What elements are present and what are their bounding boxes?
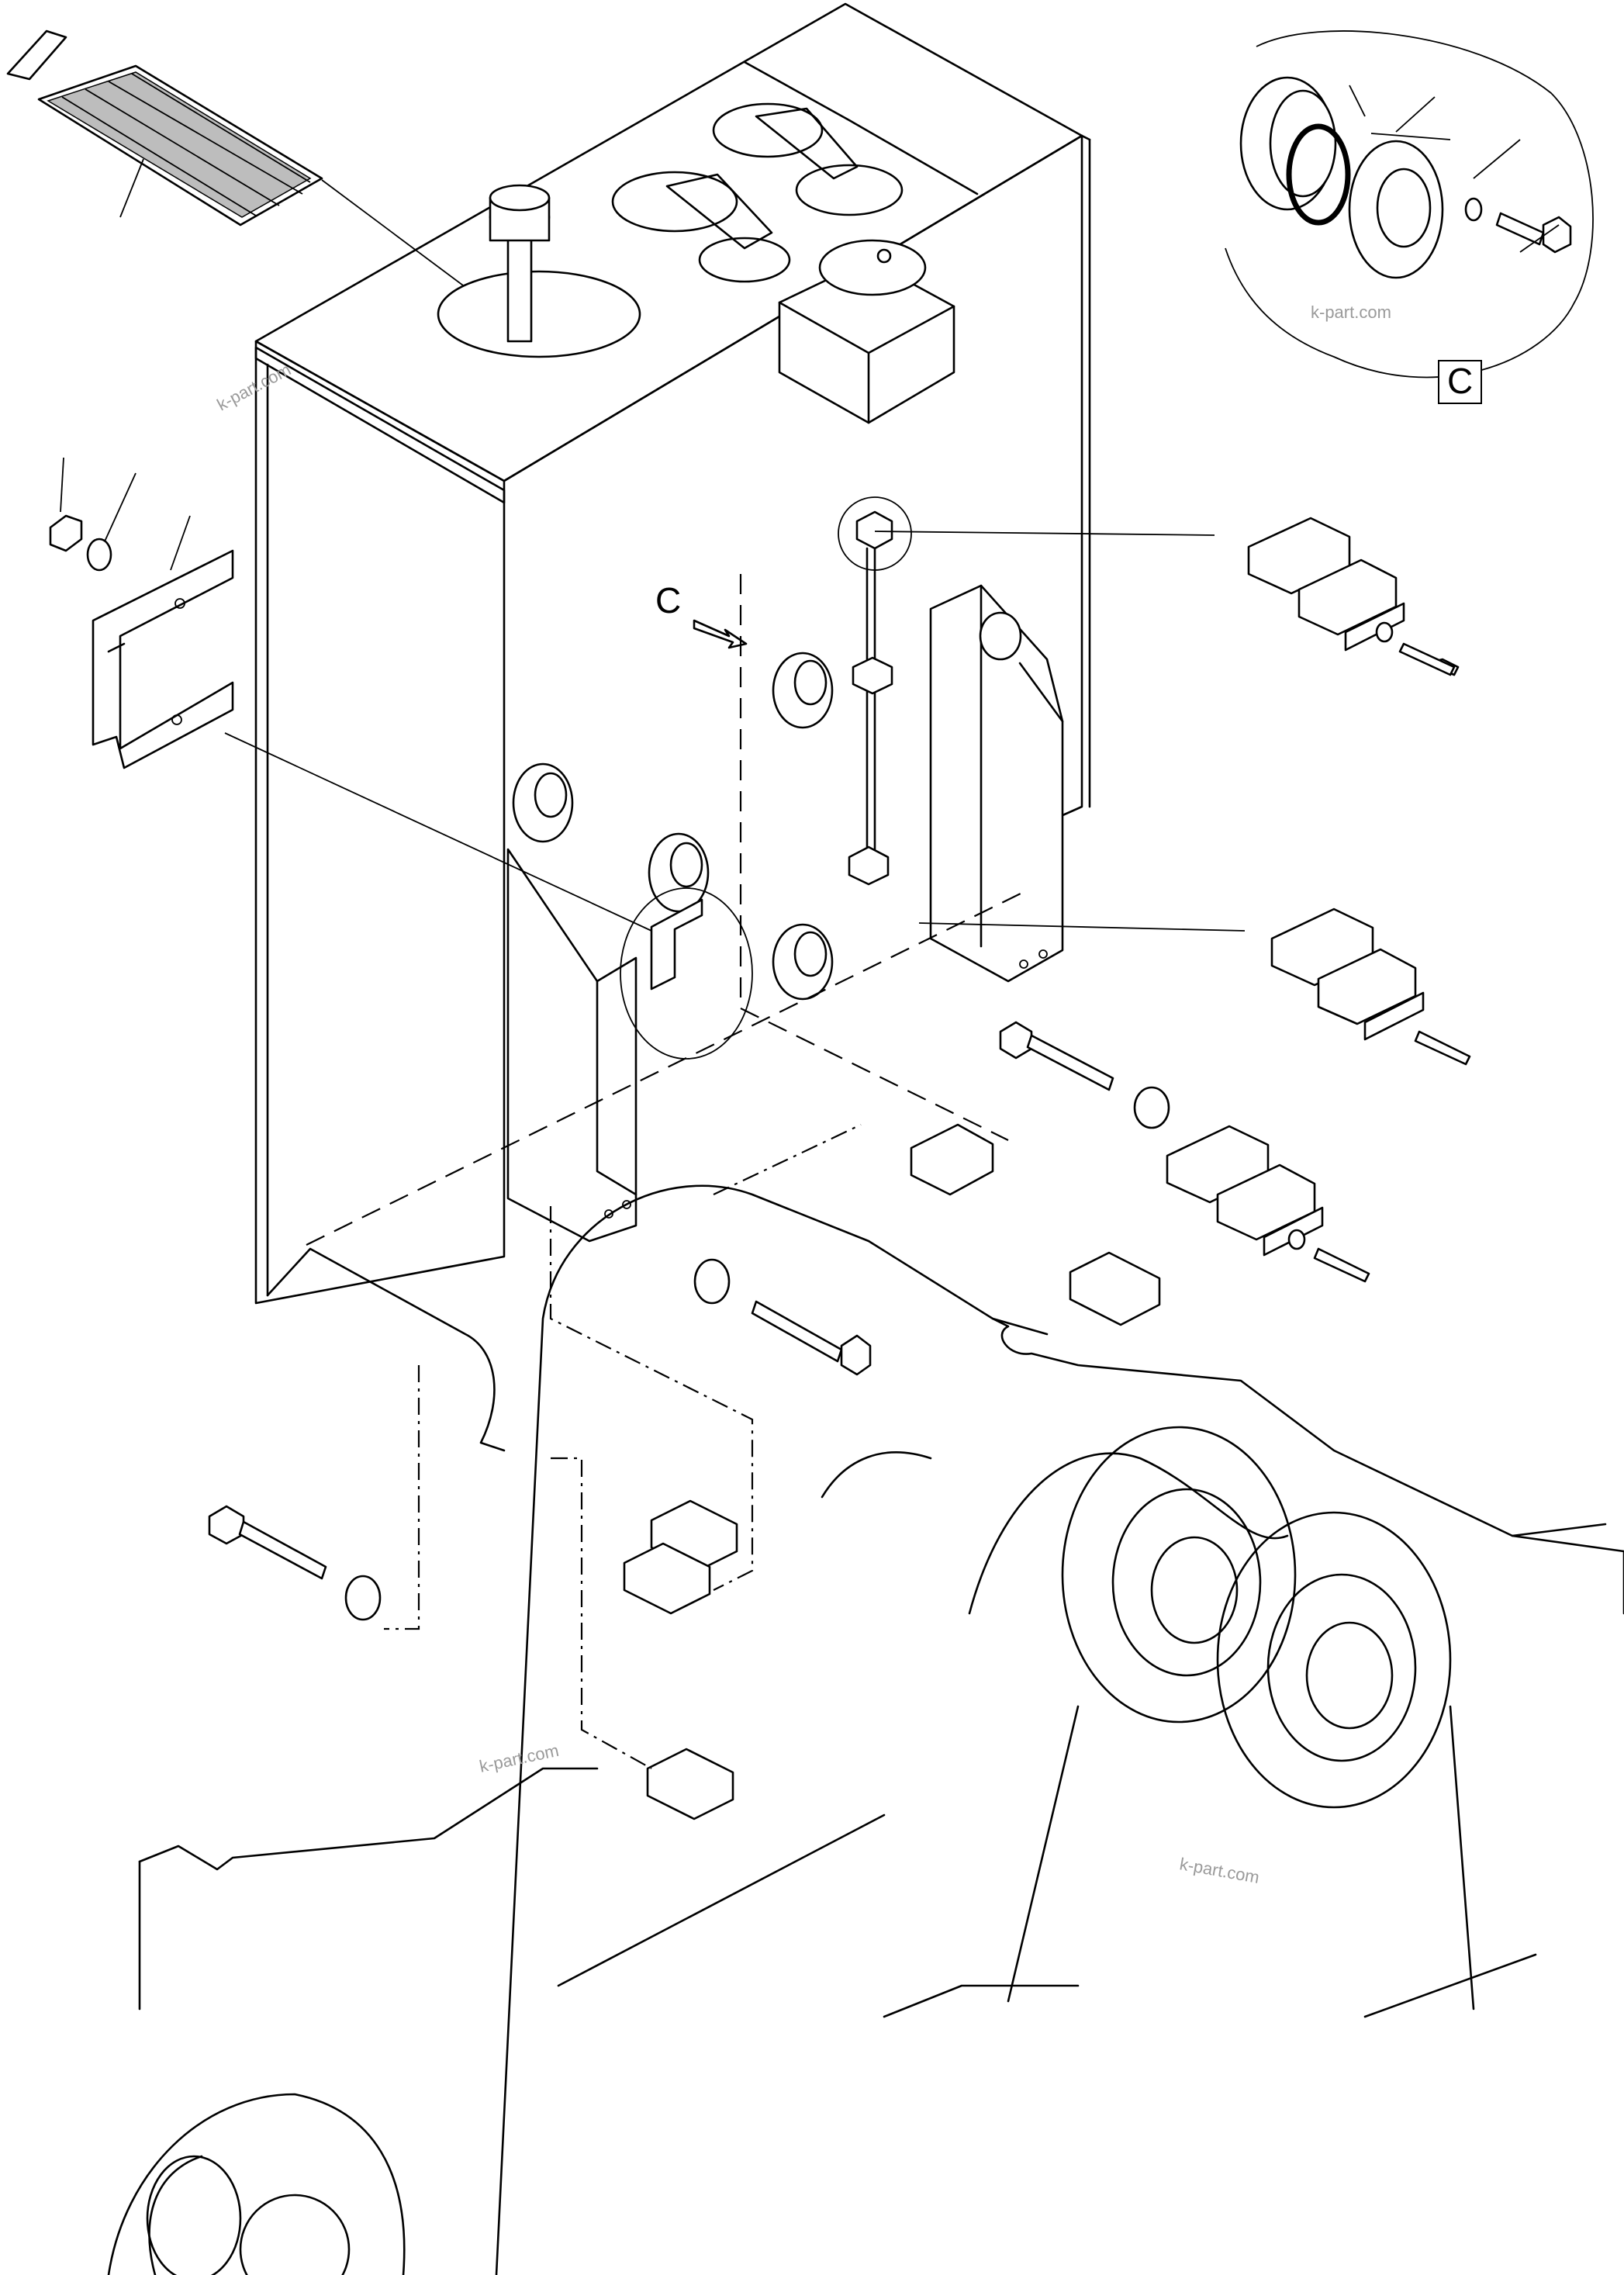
- detail-view-c: C: [1225, 30, 1594, 404]
- strainer-screen: [6, 29, 323, 226]
- tank-support-left: [506, 848, 638, 1243]
- leader-bracket: [170, 515, 191, 571]
- washer: [86, 538, 112, 572]
- leader-washer: [104, 472, 136, 542]
- o-ring: [1286, 123, 1351, 226]
- bolt-center: [693, 1258, 872, 1376]
- filler-cap: [437, 184, 641, 358]
- callout-letter: C: [655, 580, 681, 621]
- detail-leaders: [1349, 85, 1560, 253]
- valve-block: [778, 239, 955, 424]
- clamp-set-upper: [874, 517, 1460, 676]
- bolt-lower-left: [208, 1505, 382, 1621]
- assembly-lines: [306, 574, 1025, 1769]
- view-arrow: [693, 619, 748, 649]
- nut: [49, 514, 83, 552]
- watermark: k-part.com: [1311, 303, 1391, 322]
- tank-support-right: [910, 584, 1064, 1196]
- spacer-blocks: [623, 1251, 1161, 1820]
- clamp-set-lower: [1166, 1125, 1370, 1283]
- bracket-plate: [92, 549, 234, 769]
- detail-box-letter: C: [1447, 361, 1473, 401]
- leader-nut: [60, 457, 64, 513]
- machine-frame: [107, 1184, 1624, 2275]
- watermark: k-part.com: [214, 360, 294, 415]
- clamp-set-middle: [918, 908, 1471, 1066]
- bolt-upper-right: [999, 1021, 1170, 1129]
- watermark: k-part.com: [478, 1741, 561, 1776]
- level-gauge: [838, 496, 912, 886]
- leader-bracket-to-tank: [224, 732, 652, 932]
- suction-covers: [611, 102, 904, 283]
- watermark: k-part.com: [1178, 1854, 1261, 1887]
- bracket-detail-circle: [620, 887, 753, 1060]
